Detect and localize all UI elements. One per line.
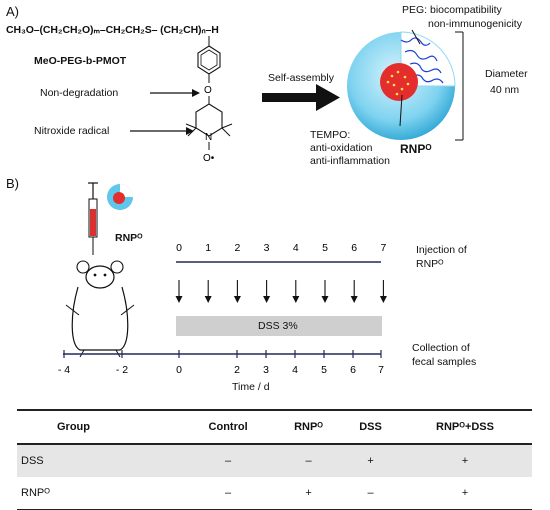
methyl-3 xyxy=(221,123,233,129)
peg-label-2: non-immunogenicity xyxy=(428,18,522,30)
table-row: RNPᴼ – + – + xyxy=(17,477,532,510)
collection-tick-label: - 4 xyxy=(58,364,70,376)
injection-tick-label: 0 xyxy=(176,242,182,254)
tempo-anti-oxidation: anti-oxidation xyxy=(310,142,373,154)
collection-tick-label: 2 xyxy=(234,364,240,376)
methyl-4 xyxy=(221,127,231,137)
polymer-formula: CH₃O–(CH₂CH₂O)ₘ–CH₂CH₂S– (CH₂CH)ₙ–H xyxy=(6,24,219,36)
table-row: DSS – – + + xyxy=(17,444,532,477)
injection-tick-label: 7 xyxy=(380,242,386,254)
injection-arrowhead xyxy=(379,296,387,303)
self-assembly-label: Self-assembly xyxy=(268,72,334,84)
benzene-inner xyxy=(200,49,218,71)
collection-tick-label: 0 xyxy=(176,364,182,376)
oxygen-radical: O• xyxy=(203,153,215,164)
injection-ticks: 0 1 2 3 4 5 6 7 xyxy=(176,242,386,254)
table-cell: – xyxy=(225,487,232,499)
injection-arrowhead xyxy=(292,296,300,303)
tempo-pointer xyxy=(399,94,403,127)
group-table: Group Control RNPᴼ DSS RNPᴼ+DSS DSS – – … xyxy=(17,409,532,510)
injection-tick-label: 3 xyxy=(264,242,270,254)
injection-tick-label: 1 xyxy=(205,242,211,254)
table-cell: + xyxy=(305,487,312,499)
peg-chain-2 xyxy=(404,49,438,62)
polymer-name: MeO-PEG-b-PMOT xyxy=(34,55,127,67)
non-degradation-arrowhead xyxy=(192,89,200,97)
collection-tick-label: 4 xyxy=(292,364,298,376)
row-label-rnp: RNPᴼ xyxy=(21,487,50,499)
collection-tick-label: 6 xyxy=(350,364,356,376)
injection-arrowhead xyxy=(350,296,358,303)
header-control: Control xyxy=(208,421,248,433)
table-cell: + xyxy=(398,444,532,477)
collection-label: Collection of xyxy=(412,342,470,354)
mouse-body xyxy=(71,286,129,351)
peg-chain-3 xyxy=(409,62,442,74)
time-axis-label: Time / d xyxy=(232,381,270,393)
injection-arrowhead xyxy=(321,296,329,303)
collection-ticks: - 4 - 2 0 2 3 4 5 6 7 xyxy=(58,350,384,376)
injection-arrowhead xyxy=(263,296,271,303)
collection-tick-label: 5 xyxy=(321,364,327,376)
injection-arrows xyxy=(175,280,387,303)
panel-a-label: A) xyxy=(6,4,19,19)
collection-tick-label: 3 xyxy=(263,364,269,376)
nitroxide-arrowhead xyxy=(186,127,194,135)
mouse-ear-right xyxy=(110,260,124,274)
non-degradation-label: Non-degradation xyxy=(40,87,119,99)
ether-oxygen: O xyxy=(204,85,212,96)
collection-label-2: fecal samples xyxy=(412,356,477,368)
tempo-anti-inflammation: anti-inflammation xyxy=(310,155,390,167)
injection-tick-label: 5 xyxy=(322,242,328,254)
row-label-dss: DSS xyxy=(17,444,183,477)
diameter-label: Diameter xyxy=(485,68,528,80)
table-header-row: Group Control RNPᴼ DSS RNPᴼ+DSS xyxy=(17,410,532,444)
injection-label: Injection of xyxy=(416,244,467,256)
tempo-label: TEMPO: xyxy=(310,129,351,141)
injection-label-2: RNPᴼ xyxy=(416,258,444,270)
table-cell: + xyxy=(461,487,469,499)
peg-pointer xyxy=(411,29,421,45)
injection-arrowhead xyxy=(233,296,241,303)
header-rnp: RNPᴼ xyxy=(294,421,323,433)
syringe-liquid xyxy=(90,209,96,236)
nitrogen-atom: N xyxy=(205,132,212,143)
injection-tick-label: 2 xyxy=(234,242,240,254)
peg-chain-4 xyxy=(412,74,444,84)
piperidine-ring xyxy=(195,103,223,137)
methyl-1 xyxy=(185,123,197,129)
nitroxide-label: Nitroxide radical xyxy=(34,125,110,137)
table-cell: – xyxy=(367,487,374,499)
collection-tick-label: - 2 xyxy=(116,364,128,376)
mouse-head xyxy=(85,265,115,289)
panel-b-label: B) xyxy=(6,176,19,191)
self-assembly-arrowhead xyxy=(316,84,340,111)
dss-bar xyxy=(176,316,382,336)
injection-tick-label: 6 xyxy=(351,242,357,254)
cutaway-edge xyxy=(400,31,456,87)
self-assembly-arrow-body xyxy=(262,93,317,102)
panel-a-diagram: O N O• xyxy=(130,29,464,164)
injection-arrowhead xyxy=(204,296,212,303)
collection-tick-label: 7 xyxy=(378,364,384,376)
header-rnp-dss: RNPᴼ+DSS xyxy=(436,421,494,433)
injection-arrowhead xyxy=(175,296,183,303)
nanoparticle-core xyxy=(380,63,418,101)
table-cell: – xyxy=(274,444,344,477)
mouse-ear-left xyxy=(76,260,90,274)
rnp-injection-label: RNPᴼ xyxy=(115,232,143,244)
diameter-value: 40 nm xyxy=(490,84,520,96)
panel-b-diagram: 0 1 2 3 4 5 6 7 - 4 - 2 0 2 3 4 5 6 7 xyxy=(58,182,387,376)
rnp-label: RNPᴼ xyxy=(400,142,432,156)
injection-tick-label: 4 xyxy=(293,242,299,254)
header-dss: DSS xyxy=(359,421,382,433)
table-cell: + xyxy=(343,444,399,477)
table-cell: – xyxy=(182,444,274,477)
header-group: Group xyxy=(57,421,90,433)
dss-bar-label: DSS 3% xyxy=(258,320,298,332)
peg-label: PEG: biocompatibility xyxy=(402,4,502,16)
